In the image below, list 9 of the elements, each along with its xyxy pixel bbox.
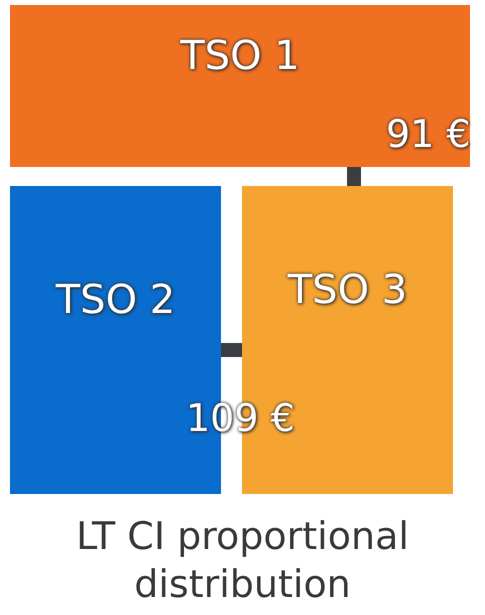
edge-label: 91 €: [386, 112, 471, 156]
region-name: TSO 3: [288, 267, 408, 313]
connector-bar: [347, 167, 361, 186]
region-name: TSO 2: [56, 277, 176, 323]
edge-label: 109 €: [186, 396, 295, 440]
region-name: TSO 1: [180, 33, 300, 79]
region-box: [10, 5, 470, 167]
caption: LT CI proportional distribution: [75, 513, 410, 608]
connector-bar: [221, 343, 242, 357]
